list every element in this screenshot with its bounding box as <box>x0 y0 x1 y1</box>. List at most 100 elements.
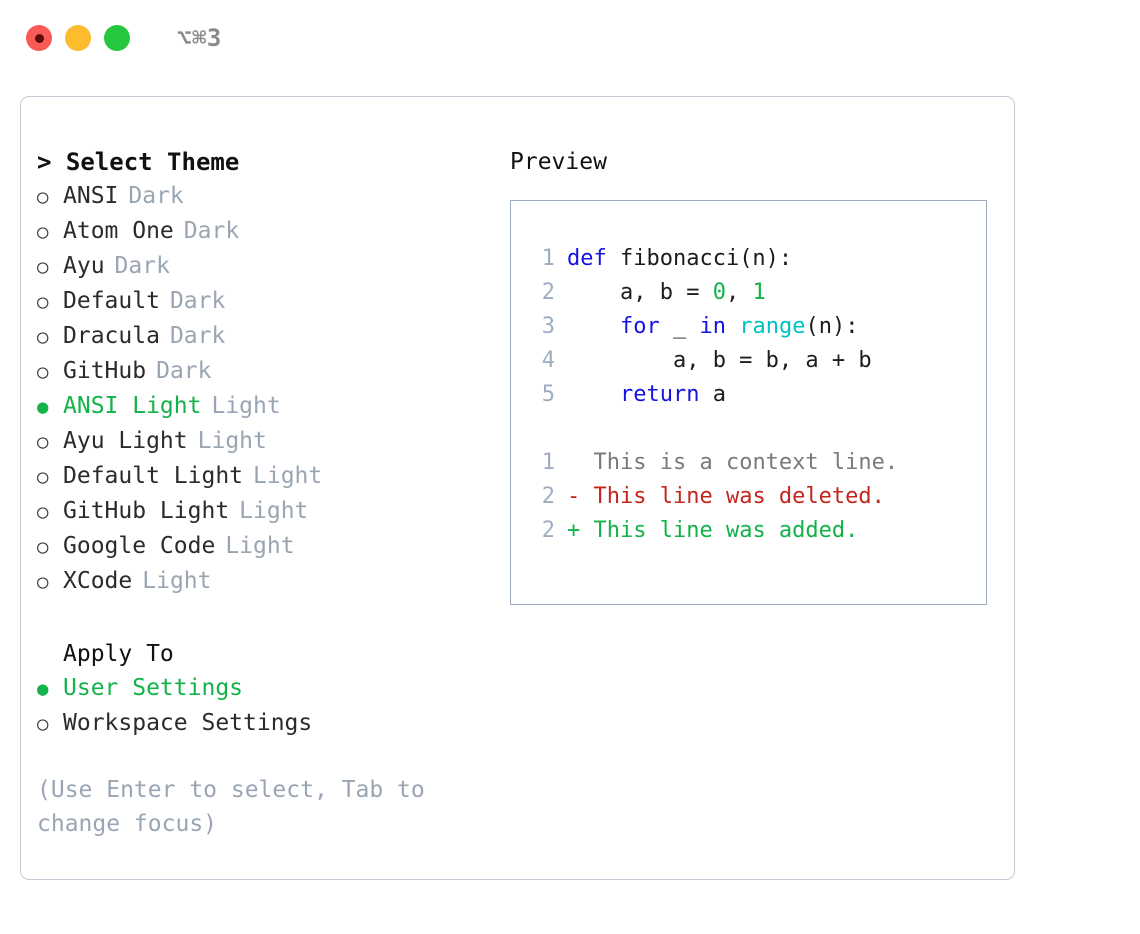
radio-unselected-icon: ○ <box>37 466 49 488</box>
code-token-txt <box>567 378 620 412</box>
code-token-kw: def <box>567 246 620 271</box>
radio-unselected-icon: ○ <box>37 571 49 593</box>
code-line: 4 a, b = b, a + b <box>525 344 986 378</box>
diff-marker: + <box>567 518 594 543</box>
theme-variant-tag: Light <box>142 568 212 594</box>
radio-unselected-icon: ○ <box>37 291 49 313</box>
apply-to-option-workspace-settings[interactable]: ○ Workspace Settings <box>37 706 491 741</box>
close-button-icon[interactable] <box>26 25 52 51</box>
theme-option-label: ANSI Light <box>63 393 202 419</box>
theme-option-atom-one[interactable]: ○ Atom One Dark <box>37 214 491 249</box>
list-spacer <box>37 599 491 637</box>
radio-unselected-icon: ○ <box>37 361 49 383</box>
theme-variant-tag: Dark <box>169 288 226 314</box>
theme-variant-tag: Light <box>225 533 295 559</box>
theme-variant-tag: Dark <box>114 253 170 279</box>
diff-marker <box>567 446 594 480</box>
code-preview-box: 1 def fibonacci(n): 2 a, b = 0, 1 3 for _ i… <box>510 200 987 605</box>
code-token-txt: fibonacci(n): <box>619 246 793 271</box>
code-line-number: 3 <box>541 314 555 339</box>
theme-option-ansi-light[interactable]: ● ANSI Light Light <box>37 389 491 424</box>
select-theme-header: > Select Theme <box>37 148 240 176</box>
theme-variant-tag: Light <box>197 428 267 454</box>
keyboard-hint-text: (Use Enter to select, Tab to change focu… <box>37 777 425 837</box>
apply-to-option-label: Workspace Settings <box>63 710 313 736</box>
radio-unselected-icon: ○ <box>37 256 49 278</box>
apply-to-option-user-settings[interactable]: ●User Settings <box>37 671 491 706</box>
radio-unselected-icon: ○ <box>37 326 49 348</box>
theme-option-default-light[interactable]: ○ Default Light Light <box>37 459 491 494</box>
diff-line-del: 2- This line was deleted. <box>525 480 986 514</box>
code-line: 5 return a <box>525 378 986 412</box>
code-line: 1 def fibonacci(n): <box>525 242 986 276</box>
code-line-number: 1 <box>541 246 555 271</box>
code-token-txt: a, b = b, a + b <box>567 348 872 373</box>
code-token-fn: range <box>739 314 806 339</box>
maximize-button-icon[interactable] <box>104 25 130 51</box>
diff-marker: - <box>567 484 594 509</box>
theme-option-label: Ayu Light <box>63 428 188 454</box>
diff-line-text: This line was deleted. <box>593 484 885 509</box>
code-token-kw: for <box>619 314 660 339</box>
diff-sample: 1 This is a context line.2- This line wa… <box>525 446 986 548</box>
apply-to-list: ●User Settings ○ Workspace Settings <box>37 671 491 741</box>
traffic-lights <box>26 25 130 51</box>
code-line: 3 for _ in range(n): <box>525 310 986 344</box>
theme-variant-tag: Light <box>253 463 323 489</box>
diff-line-text: This is a context line. <box>593 450 899 475</box>
theme-variant-tag: Light <box>211 393 281 419</box>
radio-unselected-icon: ○ <box>37 713 49 735</box>
radio-selected-icon: ● <box>37 678 49 700</box>
diff-line-text: This line was added. <box>593 518 859 543</box>
radio-selected-icon: ● <box>37 396 49 418</box>
theme-variant-tag: Dark <box>183 218 240 244</box>
minimize-button-icon[interactable] <box>65 25 91 51</box>
code-token-txt: (n): <box>805 314 859 339</box>
theme-option-label: Google Code <box>63 533 216 559</box>
code-token-txt: _ <box>659 314 700 339</box>
theme-option-default[interactable]: ○ Default Dark <box>37 284 491 319</box>
diff-line-number: 1 <box>541 450 555 475</box>
radio-unselected-icon: ○ <box>37 221 49 243</box>
code-token-txt <box>726 310 739 344</box>
apply-to-header: Apply To <box>63 641 174 667</box>
hint-spacer <box>37 741 491 773</box>
recording-dot-icon <box>34 33 44 43</box>
theme-variant-tag: Light <box>239 498 309 524</box>
theme-option-xcode[interactable]: ○ XCode Light <box>37 564 491 599</box>
theme-option-label: XCode <box>63 568 133 594</box>
diff-line-number: 2 <box>541 484 555 509</box>
keyboard-shortcut-label: ⌥⌘3 <box>177 24 222 52</box>
code-token-txt: a, b = <box>567 280 713 305</box>
code-token-num: 1 <box>752 280 766 305</box>
code-token-kw: in <box>699 314 726 339</box>
theme-option-label: Dracula <box>63 323 160 349</box>
code-token-num: 0 <box>712 280 726 305</box>
diff-line-ctx: 1 This is a context line. <box>525 446 986 480</box>
code-token-txt: a <box>699 382 726 407</box>
code-token-txt: , <box>725 280 753 305</box>
theme-option-label: ANSI <box>63 183 119 209</box>
theme-option-label: Default Light <box>63 463 244 489</box>
diff-line-number: 2 <box>541 518 555 543</box>
code-token-kw: return <box>619 382 700 407</box>
theme-option-label: Default <box>63 288 160 314</box>
theme-option-label: Atom One <box>63 218 174 244</box>
theme-variant-tag: Dark <box>156 358 212 384</box>
code-line-number: 5 <box>541 382 555 407</box>
radio-unselected-icon: ○ <box>37 186 49 208</box>
code-token-txt <box>567 310 620 344</box>
